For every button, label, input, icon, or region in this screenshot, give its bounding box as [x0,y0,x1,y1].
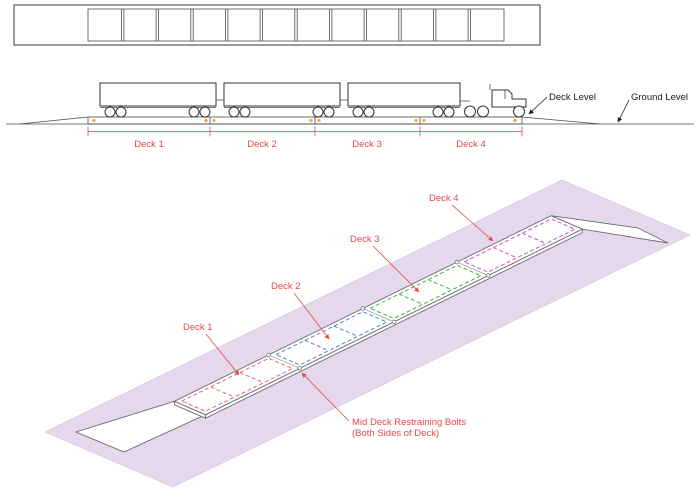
iso-deck-1-leader [205,333,240,376]
deck-dimension-annotation: Deck 1 Deck 2 Deck 3 Deck 4 [87,126,523,150]
wheel [443,106,455,118]
side-elevation-view: Deck Level Ground Level Deck 1 Deck 2 De… [6,82,694,150]
deck-module-2-dividers [304,325,358,352]
deck-3-label: Deck 3 [352,139,382,150]
ground-level-callout: Ground Level [617,92,688,123]
tractor-cab [491,89,527,108]
plan-deck-area [87,8,505,42]
deck-module-4-outline [463,218,577,273]
deck-module-2-outline [274,311,388,366]
wheel [228,106,240,118]
wheel [363,106,375,118]
load-cell [414,118,418,123]
road-train [99,82,527,118]
wheel [115,106,127,118]
wheel [312,106,324,118]
deck-side-joints [209,117,421,124]
iso-deck-2-leader [293,292,330,340]
ramp-right-side [521,116,601,125]
restraining-bolt [360,306,365,311]
deck-level-leader [528,96,548,115]
restraining-bolt [297,366,302,371]
iso-deck-3-callout: Deck 3 [350,234,420,293]
restraining-bolts-label-line1: Mid Deck Restraining Bolts [352,417,466,428]
deck-module-4-dividers [493,232,547,259]
deck-dimension-lines [87,126,523,137]
ramp-left-side [19,116,89,125]
wheel [464,105,476,118]
wheel [188,106,200,118]
load-cell [422,118,426,123]
iso-deck-4-callout: Deck 4 [429,193,494,242]
restraining-bolt [454,259,460,265]
load-cell [212,118,216,123]
ground-level-leader [617,99,630,123]
deck-4-label: Deck 4 [456,139,486,150]
plan-panel-dividers [121,9,471,41]
trailer-2-box [223,82,341,107]
plan-outer-frame [13,4,541,46]
deck-module-1 [180,357,294,412]
iso-deck-1-label: Deck 1 [183,322,213,333]
restraining-bolts-label-line2: (Both Sides of Deck) [352,428,439,439]
load-cell [92,118,96,123]
deck-level-callout: Deck Level [528,92,596,115]
trailer-3-box [347,82,461,107]
iso-deck-3-label: Deck 3 [350,234,380,245]
trailer-1-box [99,82,217,107]
deck-module-4 [463,218,577,273]
wheel [513,105,525,118]
iso-deck-4-label: Deck 4 [429,193,459,204]
ground-level-label: Ground Level [631,92,688,103]
isometric-view: Deck 1 Deck 2 Deck 3 Deck 4 Mid Deck Res… [44,179,691,488]
deck-module-1-outline [180,357,294,412]
chassis-and-drawbars [100,99,470,108]
wheel [239,106,251,118]
deck-module-3-outline [368,264,483,320]
tractor [464,84,527,118]
load-cell [317,118,321,123]
deck-1-label: Deck 1 [134,139,164,150]
deck-joint-lines [268,261,489,369]
wheel [323,106,335,118]
restraining-bolts [266,259,491,371]
restraining-bolt [485,273,491,278]
deck-module-1-dividers [210,372,264,398]
restraining-bolts-callout: Mid Deck Restraining Bolts (Both Sides o… [301,372,466,439]
wheel [432,106,444,118]
load-cell [309,118,313,123]
deck-level-label: Deck Level [549,92,596,103]
iso-deck-1-callout: Deck 1 [183,322,240,376]
restraining-bolt [391,319,397,325]
iso-deck-2-label: Deck 2 [271,281,301,292]
wheel [104,106,116,118]
deck-module-2 [274,311,388,366]
load-cell-markers [92,118,517,123]
plan-view [13,4,541,46]
trailer-wheels [104,106,455,118]
wheel [352,106,364,118]
wheel [199,106,211,118]
deck-side-body [87,116,523,125]
deck-module-3 [368,264,483,320]
restraining-bolt [266,352,271,358]
load-cell [204,118,208,123]
iso-deck-3-leader [372,245,420,293]
wheel [477,105,489,118]
load-cell [513,118,517,123]
iso-deck-2-callout: Deck 2 [271,281,330,340]
iso-deck-4-leader [451,204,494,242]
restraining-bolts-leader [301,372,350,422]
deck-2-label: Deck 2 [247,139,277,150]
deck-module-3-dividers [398,279,453,305]
